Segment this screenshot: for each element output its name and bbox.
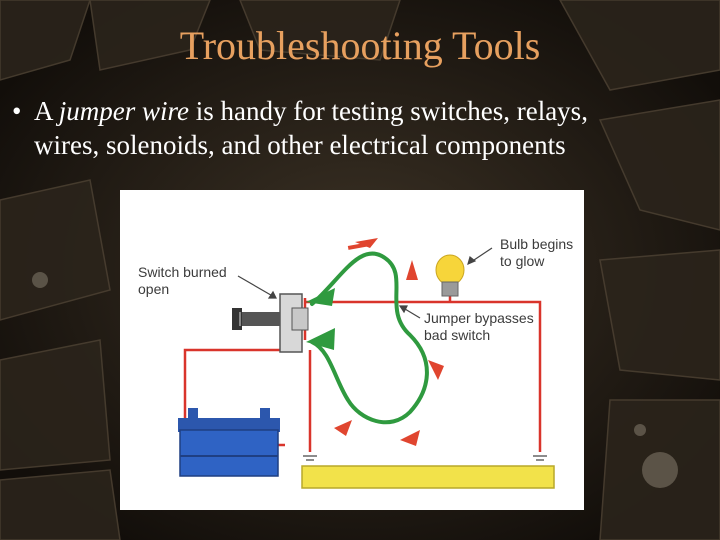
- bullet-prefix: A: [34, 96, 59, 126]
- switch-label: Switch burned open: [138, 264, 227, 297]
- battery: [178, 408, 280, 477]
- bullet-text: A jumper wire is handy for testing switc…: [34, 94, 714, 162]
- bullet-rest-line1: is handy for testing switches, relays,: [189, 96, 588, 126]
- leader-lines: [237, 247, 493, 319]
- ground-symbols: [303, 455, 547, 461]
- bullet-line2: wires, solenoids, and other electrical c…: [34, 130, 566, 160]
- bulb-label: Bulb begins to glow: [500, 236, 574, 269]
- switch-to-bulb-wire: [306, 300, 542, 452]
- ground-bar: [301, 465, 555, 489]
- jumper-clips: [306, 288, 335, 350]
- jumper-wire: [310, 251, 429, 425]
- bullet-emphasis: jumper wire: [58, 96, 190, 126]
- switch: [232, 293, 309, 353]
- battery-to-switch-wire: [183, 348, 290, 422]
- slide-title: Troubleshooting Tools: [179, 23, 541, 68]
- bullet-marker: •: [12, 96, 22, 126]
- jumper-wire-diagram: Switch burned open Bulb begins to glow J…: [120, 190, 584, 510]
- circuit-drawing: [178, 238, 555, 489]
- jumper-label: Jumper bypasses bad switch: [424, 310, 534, 343]
- bulb: [435, 254, 465, 297]
- current-flow-arrows: [334, 238, 444, 446]
